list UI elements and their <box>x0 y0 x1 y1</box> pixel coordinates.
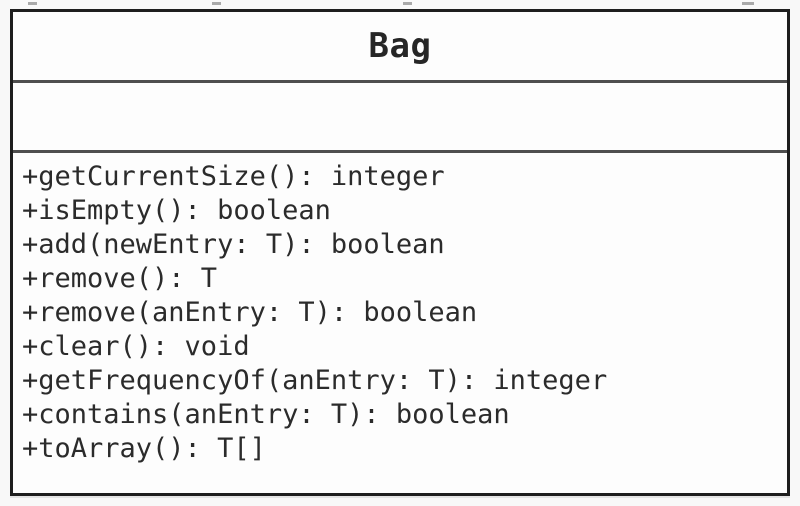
artifact-tick <box>28 2 37 5</box>
methods-compartment: +getCurrentSize(): integer +isEmpty(): b… <box>13 153 787 493</box>
method-signature: +toArray(): T[] <box>22 433 266 464</box>
method-signature: +add(newEntry: T): boolean <box>22 229 445 260</box>
artifact-tick <box>403 2 412 5</box>
class-name: Bag <box>368 26 432 66</box>
artifact-tick <box>742 2 754 5</box>
artifact-tick <box>212 2 221 5</box>
method-signature: +isEmpty(): boolean <box>22 195 331 226</box>
method-signature: +clear(): void <box>22 331 250 362</box>
class-box: Bag +getCurrentSize(): integer +isEmpty(… <box>10 9 790 496</box>
method-signature: +remove(): T <box>22 263 218 294</box>
attributes-compartment <box>13 83 787 153</box>
method-signature: +remove(anEntry: T): boolean <box>22 297 478 328</box>
class-name-compartment: Bag <box>13 12 787 83</box>
method-signature: +contains(anEntry: T): boolean <box>22 399 510 430</box>
method-signature: +getFrequencyOf(anEntry: T): integer <box>22 365 608 396</box>
method-signature: +getCurrentSize(): integer <box>22 161 445 192</box>
